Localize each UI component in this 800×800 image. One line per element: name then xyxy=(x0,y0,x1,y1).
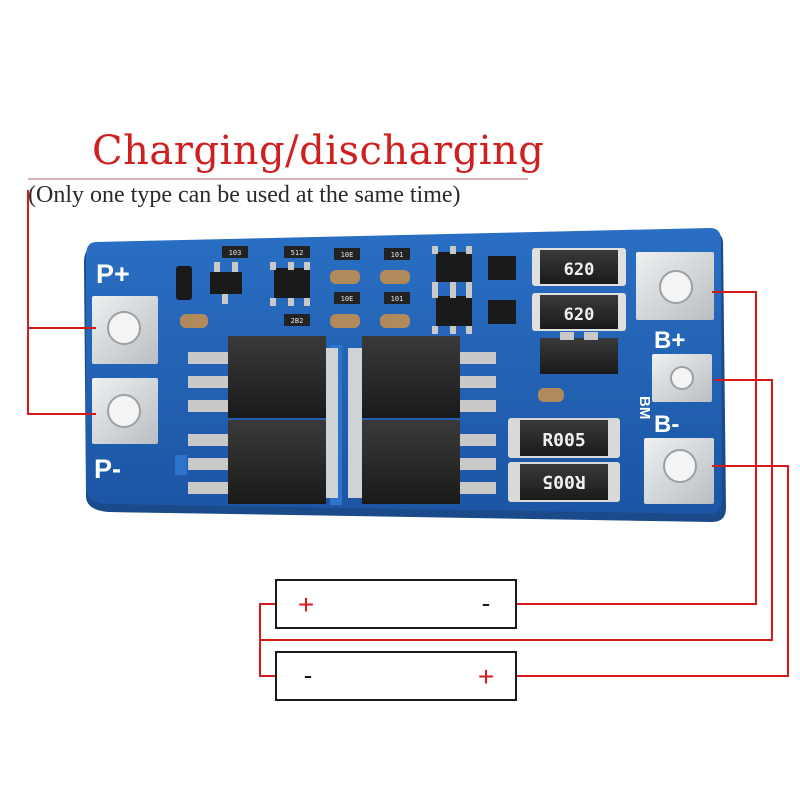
battery-2: - + xyxy=(275,651,517,701)
small-components xyxy=(176,246,516,334)
smd-code-3: 10E xyxy=(341,251,354,259)
resistor-620-bottom-label: 620 xyxy=(564,305,595,325)
mosfet-group xyxy=(188,336,496,504)
ic-chip-small xyxy=(540,332,618,374)
title: Charging/discharging xyxy=(92,128,545,174)
smd-code-1: 103 xyxy=(229,249,242,257)
resistor-620-top: 620 xyxy=(532,248,626,286)
wire-p-minus xyxy=(27,328,96,415)
wire-b-minus xyxy=(516,465,789,677)
smd-code-4: 101 xyxy=(391,251,404,259)
subtitle: (Only one type can be used at the same t… xyxy=(28,182,461,208)
battery-1-left-sign: + xyxy=(298,589,314,620)
smd-resistors: 103 512 10E 101 10E 101 2B2 xyxy=(180,246,564,402)
wire-bm-lower xyxy=(259,640,276,677)
pad-b-top xyxy=(636,252,714,320)
resistor-r005-top-label: R005 xyxy=(542,430,585,451)
wire-bm xyxy=(259,379,773,641)
resistor-620-bottom: 620 xyxy=(532,293,626,331)
resistor-620-top-label: 620 xyxy=(564,260,595,280)
smd-code-7: 2B2 xyxy=(291,317,304,325)
pad-bm xyxy=(652,354,712,402)
label-p-plus: P+ xyxy=(96,259,130,289)
label-bm: BM xyxy=(636,396,653,419)
pad-p-plus xyxy=(92,296,158,364)
label-b-plus: B+ xyxy=(654,327,685,354)
resistor-r005-bottom: R005 xyxy=(508,462,620,502)
title-divider xyxy=(28,178,528,180)
label-b-minus: B- xyxy=(654,411,679,438)
battery-1-right-sign: - xyxy=(482,588,491,618)
smd-code-2: 512 xyxy=(291,249,304,257)
resistor-r005-bottom-label: R005 xyxy=(542,471,585,492)
label-p-minus: P- xyxy=(94,454,121,484)
smd-code-6: 101 xyxy=(391,295,404,303)
battery-2-right-sign: + xyxy=(478,661,494,692)
pad-p-minus xyxy=(92,378,158,444)
battery-1: + - xyxy=(275,579,517,629)
smd-code-5: 10E xyxy=(341,295,354,303)
wire-b-top xyxy=(516,291,757,605)
wiring xyxy=(27,190,789,677)
resistor-r005-top: R005 xyxy=(508,418,620,458)
pad-b-minus xyxy=(644,438,714,504)
battery-2-left-sign: - xyxy=(304,660,313,690)
